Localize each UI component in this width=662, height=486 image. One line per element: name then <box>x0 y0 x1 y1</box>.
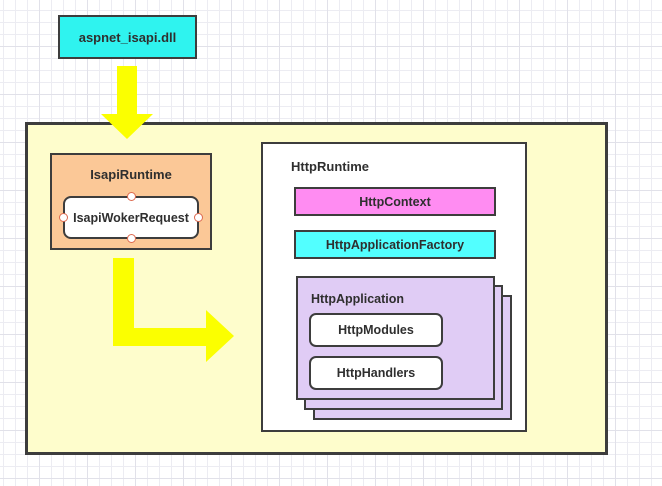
httpruntime-label: HttpRuntime <box>291 159 369 174</box>
httpapplicationfactory-label: HttpApplicationFactory <box>325 237 465 252</box>
httpmodules-label: HttpModules <box>338 323 414 337</box>
httphandlers-label: HttpHandlers <box>336 366 416 380</box>
node-isapiwokerrequest[interactable]: IsapiWokerRequest <box>63 196 199 239</box>
elbow-arrow-head-icon <box>206 310 234 362</box>
httpcontext-label: HttpContext <box>359 194 431 209</box>
node-httpcontext[interactable]: HttpContext <box>294 187 496 216</box>
down-arrow-shaft <box>117 66 137 115</box>
connection-handle-left-icon[interactable] <box>59 213 68 222</box>
elbow-arrow-horizontal-shaft <box>113 328 206 346</box>
aspnet-isapi-dll-label: aspnet_isapi.dll <box>78 29 177 45</box>
node-httphandlers[interactable]: HttpHandlers <box>309 356 443 390</box>
node-aspnet-isapi-dll[interactable]: aspnet_isapi.dll <box>58 15 197 59</box>
connection-handle-bottom-icon[interactable] <box>127 234 136 243</box>
elbow-arrow-vertical-shaft <box>113 258 134 346</box>
node-httpapplicationfactory[interactable]: HttpApplicationFactory <box>294 230 496 259</box>
httpapplication-label: HttpApplication <box>311 292 405 306</box>
isapiruntime-label: IsapiRuntime <box>90 167 172 182</box>
down-arrow-head-icon <box>101 114 153 139</box>
node-httpmodules[interactable]: HttpModules <box>309 313 443 347</box>
isapiwokerrequest-label: IsapiWokerRequest <box>73 210 189 225</box>
connection-handle-right-icon[interactable] <box>194 213 203 222</box>
connection-handle-top-icon[interactable] <box>127 192 136 201</box>
